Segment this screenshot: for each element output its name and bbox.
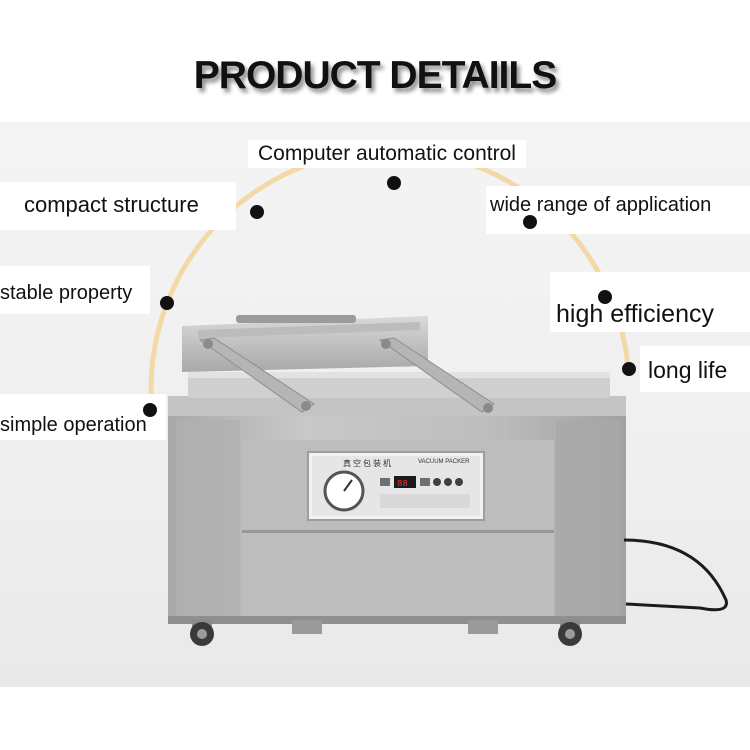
feature-dot-simple-operation bbox=[143, 403, 157, 417]
feature-label-compact-structure: compact structure bbox=[0, 182, 236, 230]
feature-dot-computer-control bbox=[387, 176, 401, 190]
power-cable bbox=[623, 538, 728, 612]
feature-dot-high-efficiency bbox=[598, 290, 612, 304]
svg-text:88: 88 bbox=[397, 479, 408, 489]
feature-dot-wide-range bbox=[523, 215, 537, 229]
feature-dot-long-life bbox=[622, 362, 636, 376]
lid-swing-arms bbox=[198, 337, 495, 413]
feature-dot-compact-structure bbox=[250, 205, 264, 219]
panel-name-en: VACUUM PACKER bbox=[418, 459, 470, 465]
feature-label-computer-control: Computer automatic control bbox=[248, 140, 526, 168]
control-panel: 88 bbox=[307, 451, 485, 521]
page-title: PRODUCT DETAIILS bbox=[193, 54, 557, 98]
feature-dot-stable-property bbox=[160, 296, 174, 310]
feature-label-stable-property: stable property bbox=[0, 266, 150, 314]
feature-label-long-life: long life bbox=[640, 346, 750, 392]
feature-label-simple-operation: simple operation bbox=[0, 394, 166, 440]
control-button-icon bbox=[433, 478, 441, 486]
panel-name-cn: 真空包装机 bbox=[343, 459, 393, 468]
feature-label-high-efficiency: high efficiency bbox=[550, 272, 750, 332]
digital-display-icon bbox=[394, 476, 416, 488]
caster-wheel-icon bbox=[190, 620, 582, 646]
